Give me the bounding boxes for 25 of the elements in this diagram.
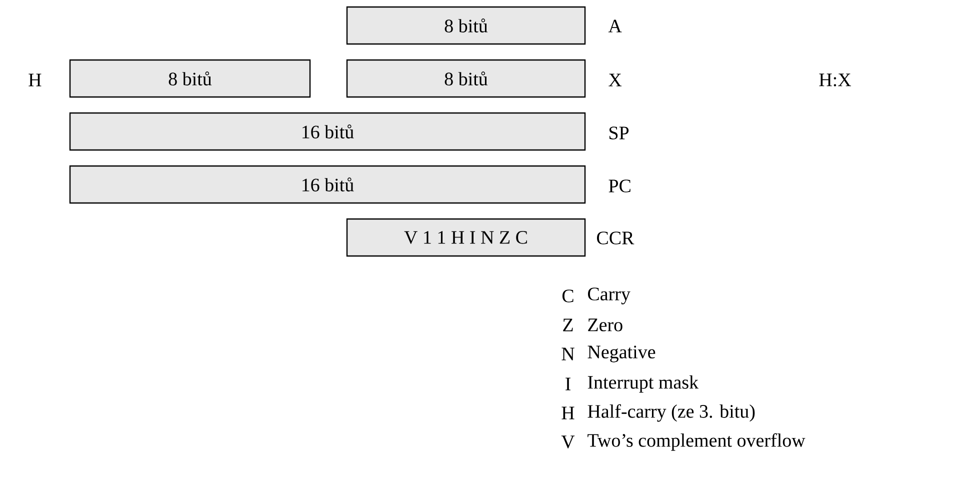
register-name: H:X <box>819 74 852 86</box>
register-name: CCR <box>597 232 634 244</box>
register-name: X <box>608 74 622 86</box>
flag-letter: I <box>566 378 570 390</box>
flag-letter: C <box>562 290 574 302</box>
flag-letter: N <box>562 348 574 360</box>
flag-description: Negative <box>588 346 656 362</box>
register-box: 8 bitů <box>69 59 311 98</box>
flag-letter: V <box>561 436 575 448</box>
register-box: V 1 1 H I N Z C <box>346 218 586 257</box>
register-box: 16 bitů <box>69 165 586 204</box>
flag-letter: Z <box>563 318 573 332</box>
register-box: 8 bitů <box>346 59 586 98</box>
register-box: 16 bitů <box>69 112 586 151</box>
register-name: PC <box>608 180 630 192</box>
flag-description: Half-carry (ze 3. bitu) <box>588 404 755 422</box>
flag-description: Zero <box>588 318 622 332</box>
flag-description: Carry <box>588 288 630 304</box>
register-name: A <box>608 20 622 32</box>
flag-description: Two’s complement overflow <box>588 433 806 451</box>
register-box: 8 bitů <box>346 6 586 45</box>
flag-description: Interrupt mask <box>588 375 699 393</box>
register-name: H <box>28 74 42 86</box>
register-name: SP <box>609 126 629 140</box>
flag-letter: H <box>562 406 574 420</box>
